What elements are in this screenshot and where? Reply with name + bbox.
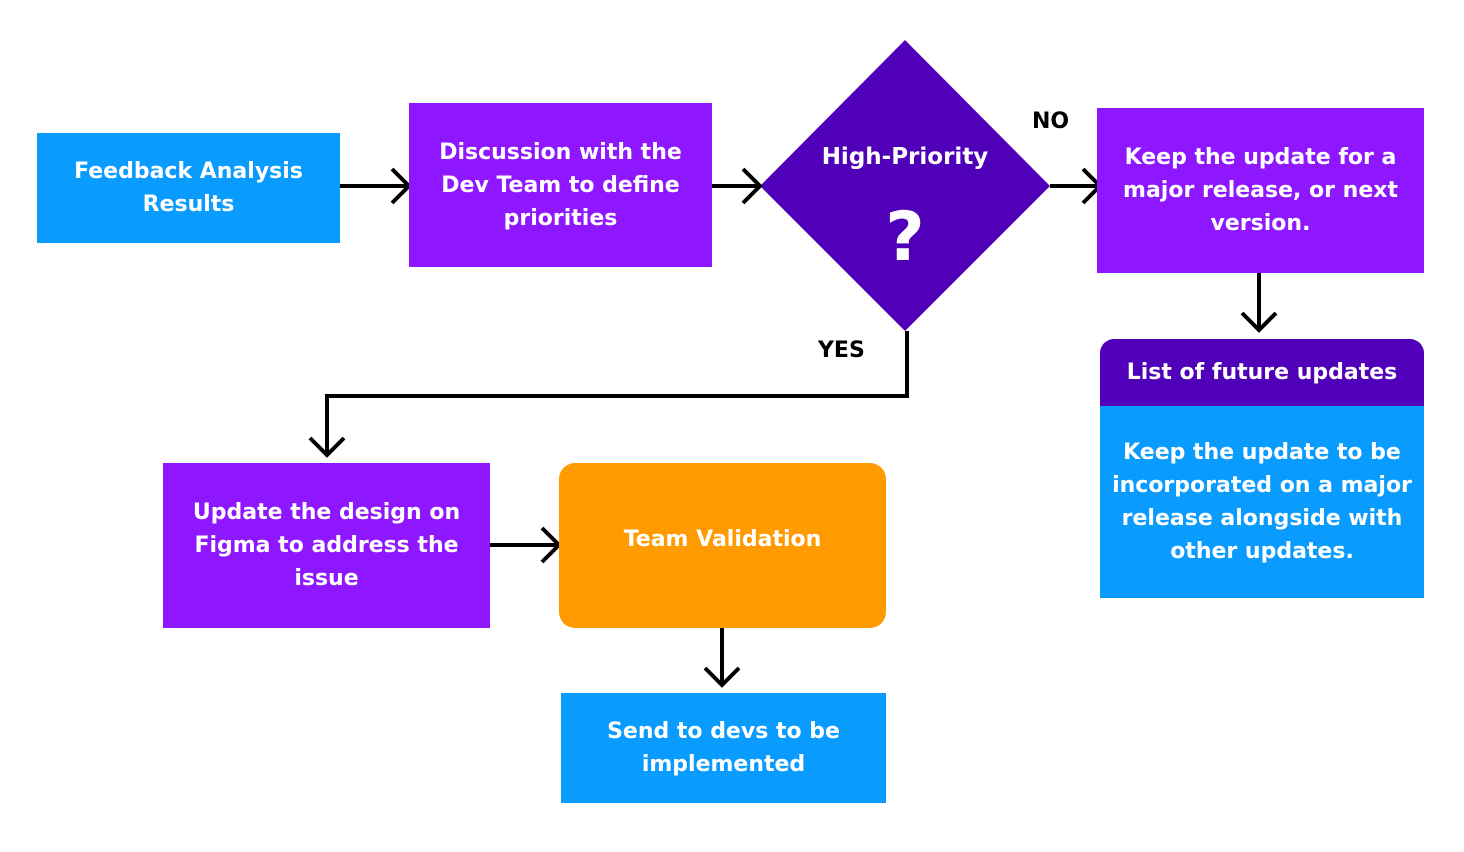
send-to-devs-node: Send to devs to be implemented [561, 693, 886, 803]
future-updates-header: List of future updates [1100, 339, 1424, 406]
keep-update-node: Keep the update for a major release, or … [1097, 108, 1424, 273]
question-mark-icon: ? [885, 198, 925, 277]
dev-team-discussion-node: Discussion with the Dev Team to define p… [409, 103, 712, 267]
arrow-keep-update-to-future-list [1240, 273, 1278, 333]
future-updates-body: Keep the update to be incorporated on a … [1100, 406, 1424, 598]
decision-diamond [760, 40, 1050, 331]
yes-branch-label: YES [818, 338, 865, 363]
arrow-decision-to-update-figma [308, 331, 909, 458]
team-validation-node: Team Validation [559, 463, 886, 628]
arrow-decision-to-keep-update [1050, 167, 1103, 205]
arrow-discussion-to-decision [712, 167, 763, 205]
arrow-figma-to-validation [490, 526, 562, 564]
arrow-validation-to-send-devs [703, 628, 741, 688]
update-figma-node: Update the design on Figma to address th… [163, 463, 490, 628]
decision-title: High-Priority [821, 144, 989, 170]
feedback-analysis-node: Feedback Analysis Results [37, 133, 340, 243]
arrow-feedback-to-discussion [340, 167, 412, 205]
no-branch-label: NO [1032, 109, 1070, 134]
